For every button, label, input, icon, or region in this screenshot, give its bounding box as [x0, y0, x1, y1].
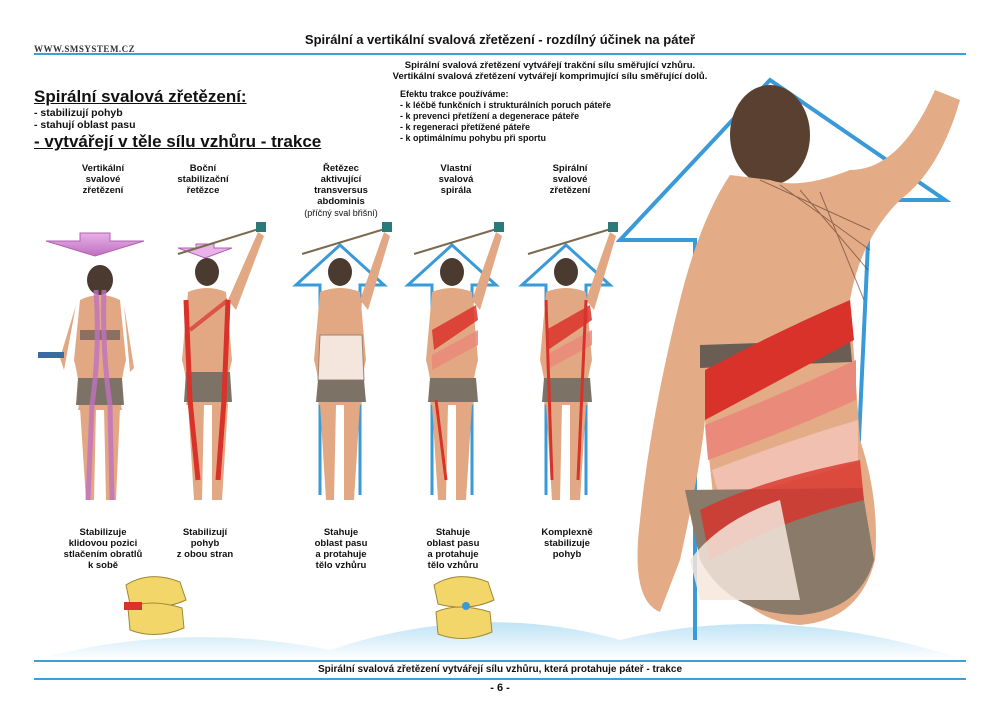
page-number: - 6 - [490, 682, 510, 694]
column-foot-line: Stahuje [323, 527, 359, 538]
column-foot-5: Komplexně stabilizuje pohyb [512, 527, 622, 560]
column-foot-4: Stahuje oblast pasu a protahuje tělo vzh… [398, 527, 508, 571]
figure-large-back [615, 77, 960, 640]
column-foot-line: Stabilizují [182, 527, 228, 538]
effects-item-3: - k regeneraci přetížené páteře [400, 122, 531, 132]
column-head-1: Vertikální svalové zřetězení [53, 163, 153, 196]
column-foot-line: a protahuje [315, 549, 367, 560]
column-foot-line: Stahuje [435, 527, 471, 538]
column-foot-line: tělo vzhůru [315, 560, 367, 571]
column-head-line: zřetězení [82, 185, 124, 196]
vertebra-icon [124, 576, 187, 635]
column-foot-line: oblast pasu [426, 538, 480, 549]
column-head-line: Boční [189, 163, 217, 174]
intro-line-1: Spirální svalová zřetězení vytvářejí tra… [404, 60, 696, 71]
up-arrow-icon [518, 242, 614, 495]
effects-item-4: - k optimálnímu pohybu při sportu [400, 133, 546, 143]
column-foot-line: pohyb [190, 538, 220, 549]
column-foot-line: Komplexně [541, 527, 593, 538]
effects-title: Efektu trakce používáme: [400, 89, 509, 99]
vertebra-icon [433, 576, 495, 639]
intro-text: Spirální svalová zřetězení vytvářejí tra… [330, 60, 770, 82]
column-head-line: svalová [438, 174, 474, 185]
column-foot-line: pohyb [552, 549, 582, 560]
figure-transversus [301, 222, 392, 500]
down-arrow-icon [177, 243, 233, 259]
spiral-emphasis: - vytvářejí v těle sílu vzhůru - trakce [34, 132, 322, 151]
header-rule [34, 53, 966, 55]
up-arrow-icon [292, 242, 388, 495]
column-head-line: Spirální [552, 163, 588, 174]
column-head-line: Řetězec [323, 163, 359, 174]
column-foot-3: Stahuje oblast pasu a protahuje tělo vzh… [286, 527, 396, 571]
column-head-line: svalové [552, 174, 588, 185]
footer-rule-top [34, 660, 966, 662]
column-foot-line: stlačením obratlů [63, 549, 143, 560]
column-foot-line: stabilizuje [544, 538, 590, 549]
column-head-line: abdominis [317, 196, 365, 207]
column-head-4: Vlastní svalová spirála [406, 163, 506, 196]
effects-item-1: - k léčbě funkčních i strukturálních por… [400, 100, 612, 110]
figure-vertical-chain [38, 265, 134, 501]
column-head-line: svalové [85, 174, 121, 185]
column-head-line: transversus [314, 185, 368, 196]
column-head-2: Boční stabilizační řetězce [153, 163, 253, 196]
column-head-line: stabilizační [177, 174, 229, 185]
column-foot-line: k sobě [87, 560, 119, 571]
page-title: Spirální a vertikální svalová zřetězení … [304, 32, 696, 47]
site-url: WWW.SMSYSTEM.CZ [34, 44, 136, 54]
column-foot-line: Stabilizuje [79, 527, 127, 538]
column-head-line: zřetězení [549, 185, 591, 196]
figure-spiral-chains [527, 222, 618, 500]
column-foot-line: oblast pasu [314, 538, 368, 549]
spiral-item-1: - stabilizují pohyb [34, 107, 123, 119]
column-foot-line: a protahuje [427, 549, 479, 560]
figure-lateral-chains [177, 222, 266, 500]
column-foot-2: Stabilizují pohyb z obou stran [150, 527, 260, 560]
column-foot-line: z obou stran [176, 549, 234, 560]
column-foot-1: Stabilizuje klidovou pozici stlačením ob… [48, 527, 158, 571]
figure-own-spiral [413, 222, 504, 500]
down-arrow-icon [45, 232, 145, 257]
column-foot-line: klidovou pozici [68, 538, 138, 549]
column-head-3: Řetězec aktivující transversus abdominis [291, 163, 391, 207]
floor-wave [34, 622, 966, 660]
column-foot-line: tělo vzhůru [427, 560, 479, 571]
column-head-line: řetězce [186, 185, 220, 196]
column-head-line: aktivující [320, 174, 362, 185]
up-arrow-icon [404, 242, 500, 495]
spiral-title: Spirální svalová zřetězení: [34, 87, 247, 106]
column-subtitle-3: (příčný sval břišní) [304, 208, 378, 218]
spiral-item-2: - stahují oblast pasu [34, 119, 136, 131]
column-head-line: spirála [440, 185, 472, 196]
footer-rule-bottom [34, 678, 966, 680]
column-head-line: Vertikální [81, 163, 125, 174]
effects-item-2: - k prevenci přetížení a degenerace páte… [400, 111, 580, 121]
column-head-line: Vlastní [440, 163, 472, 174]
footer-caption: Spirální svalová zřetězení vytvářejí síl… [317, 664, 683, 675]
intro-line-2: Vertikální svalová zřetězení vytvářejí k… [392, 71, 708, 82]
column-head-5: Spirální svalové zřetězení [520, 163, 620, 196]
